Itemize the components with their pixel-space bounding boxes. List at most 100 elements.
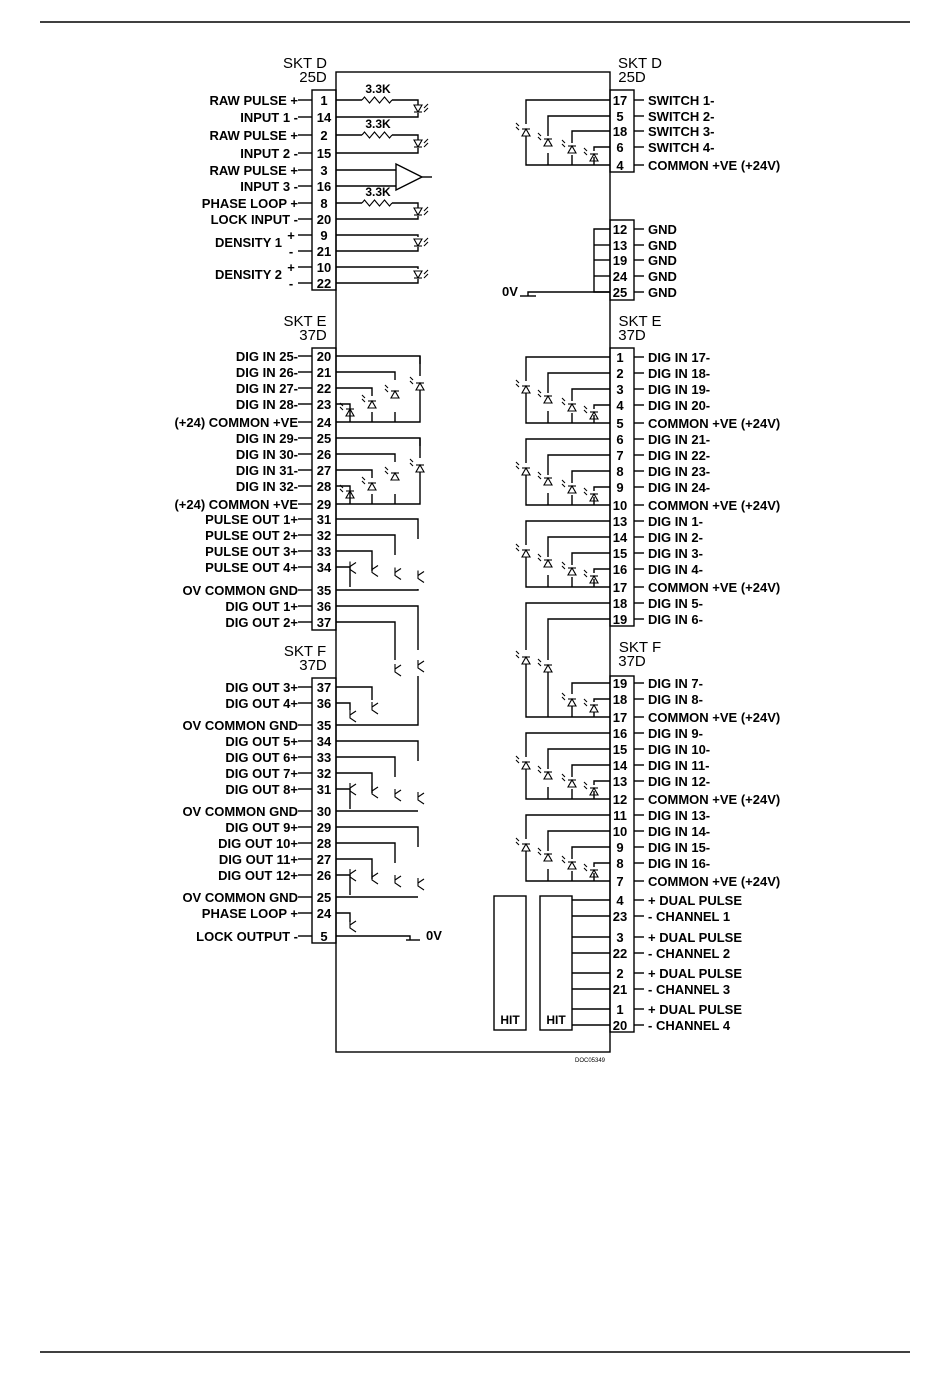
light-arrow (561, 855, 566, 860)
opto-led (561, 561, 577, 576)
wire (336, 566, 351, 587)
wire (336, 472, 421, 505)
opto-led (561, 692, 577, 707)
right-skt-d-label: GND (648, 269, 677, 284)
diode-triangle (415, 381, 425, 391)
light-arrow (561, 143, 566, 148)
output-transistor (371, 702, 379, 715)
light-arrow (423, 237, 429, 243)
right-skt-d-pin: 17 (613, 93, 627, 108)
right-skt-d-type: 25D (618, 69, 646, 86)
right-skt-d-pin: 4 (616, 158, 624, 173)
left-skt-d-label: INPUT 2 - (240, 146, 298, 161)
opto-led (384, 384, 400, 399)
light-arrow (561, 397, 566, 402)
diode-triangle (521, 384, 531, 394)
right-skt-f-label: DIG IN 7- (648, 676, 703, 691)
opto-led (561, 479, 577, 494)
right-skt-d-pin: 12 (613, 222, 627, 237)
right-skt-f-label: - CHANNEL 4 (648, 1018, 731, 1033)
right-skt-f-pin: 10 (613, 824, 627, 839)
left-skt-f-label: DIG OUT 4+ (225, 696, 298, 711)
wire (336, 912, 351, 922)
right-skt-d-label: GND (648, 253, 677, 268)
opto-led (384, 466, 400, 481)
wire (547, 536, 610, 557)
density-2-label: DENSITY 2 (215, 267, 282, 282)
wire (336, 437, 421, 446)
right-skt-f-label: COMMON +VE (+24V) (648, 874, 780, 889)
right-skt-d-label: GND (648, 285, 677, 300)
transistor-leg (349, 920, 357, 933)
output-transistor (394, 789, 402, 802)
wire (525, 664, 610, 718)
wire (525, 136, 610, 166)
right-skt-d-title: SKT D (618, 55, 662, 72)
light-arrow (339, 484, 344, 489)
left-skt-d-label: RAW PULSE + (210, 128, 299, 143)
right-skt-e-pin: 9 (616, 480, 623, 495)
light-arrow (515, 122, 520, 127)
right-skt-e-label: COMMON +VE (+24V) (648, 416, 780, 431)
wire (336, 148, 419, 154)
light-arrow (583, 698, 588, 703)
wire (525, 438, 610, 463)
wire (571, 764, 610, 777)
left-skt-f-pin: 31 (317, 782, 331, 797)
right-skt-f-type: 37D (618, 653, 646, 670)
light-arrow (537, 851, 542, 856)
right-skt-f-pin: 8 (616, 856, 623, 871)
light-arrow (583, 569, 588, 574)
wire (593, 568, 610, 573)
resistor-value: 3.3K (365, 185, 391, 199)
transistor-leg (417, 878, 425, 891)
light-arrow (583, 405, 588, 410)
light-arrow (361, 476, 366, 481)
right-skt-f-label: COMMON +VE (+24V) (648, 710, 780, 725)
right-skt-f-pin: 14 (613, 758, 628, 773)
light-arrow (537, 662, 542, 667)
left-skt-d-pin: 9 (320, 228, 327, 243)
wire (571, 552, 610, 565)
light-arrow (561, 777, 566, 782)
diode-triangle (521, 548, 531, 558)
right-skt-f-pin: 7 (616, 874, 623, 889)
light-arrow (561, 773, 566, 778)
diode-triangle (543, 663, 553, 673)
right-skt-e-pin: 18 (613, 596, 627, 611)
transistor-leg (349, 710, 357, 723)
left-skt-e-title: SKT E (283, 313, 326, 330)
wire (525, 851, 610, 882)
wire (571, 846, 610, 859)
transistor-leg (349, 783, 357, 789)
opto-led (413, 103, 429, 114)
light-arrow (423, 103, 429, 109)
left-skt-e-label: PULSE OUT 3+ (205, 544, 298, 559)
opto-led (561, 397, 577, 412)
light-arrow (537, 765, 542, 770)
light-arrow (583, 785, 588, 790)
light-arrow (423, 138, 429, 144)
opto-led (413, 206, 429, 217)
output-transistor (394, 875, 402, 888)
wire (392, 99, 419, 105)
diode-triangle (390, 389, 400, 399)
left-skt-d-label: INPUT 3 - (240, 179, 298, 194)
wire (336, 390, 421, 423)
left-skt-d-pin: 3 (320, 163, 327, 178)
opto-led (583, 863, 599, 878)
left-skt-f-pin: 5 (320, 929, 327, 944)
transistor-leg (394, 567, 402, 580)
wire (547, 372, 610, 393)
left-skt-d-type: 25D (299, 69, 327, 86)
right-skt-e-label: DIG IN 6- (648, 612, 703, 627)
left-skt-f-label: DIG OUT 12+ (218, 868, 298, 883)
left-skt-e-pin: 36 (317, 599, 331, 614)
left-skt-d-pin: 21 (317, 244, 331, 259)
light-arrow (583, 409, 588, 414)
right-skt-e-pin: 3 (616, 382, 623, 397)
diode-triangle (413, 139, 423, 149)
hit-label-2: HIT (546, 1013, 566, 1027)
right-skt-f-label: + DUAL PULSE (648, 930, 742, 945)
